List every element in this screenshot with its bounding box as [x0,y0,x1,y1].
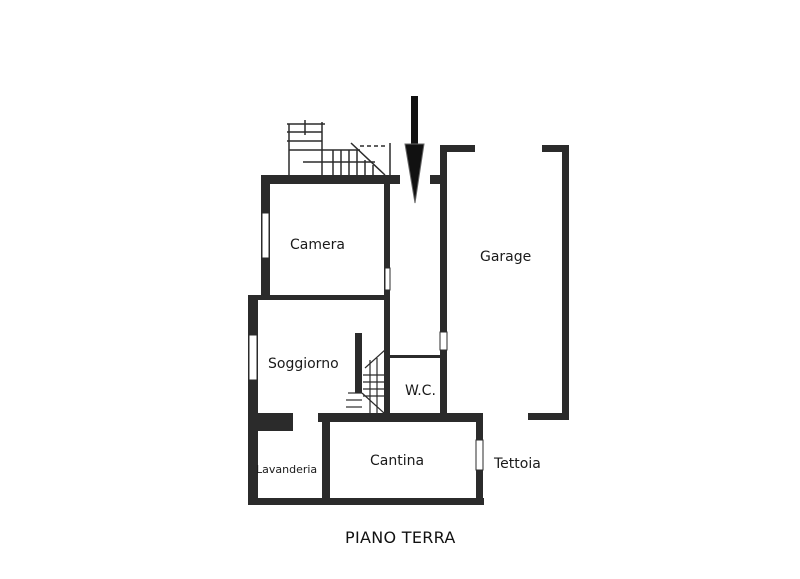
floor-title: PIANO TERRA [345,528,456,547]
interior-stair [346,349,386,414]
room-label-wc: W.C. [405,383,436,399]
room-label-tettoia: Tettoia [494,456,541,472]
room-label-lavanderia: Lavanderia [256,463,318,476]
exterior-stair [287,120,391,178]
room-label-cantina: Cantina [370,453,425,469]
room-label-camera: Camera [290,237,345,253]
room-label-soggiorno: Soggiorno [268,356,339,372]
room-label-garage: Garage [480,249,532,265]
arrow-down-icon [404,96,425,204]
windows [248,212,484,471]
walls [248,145,569,505]
